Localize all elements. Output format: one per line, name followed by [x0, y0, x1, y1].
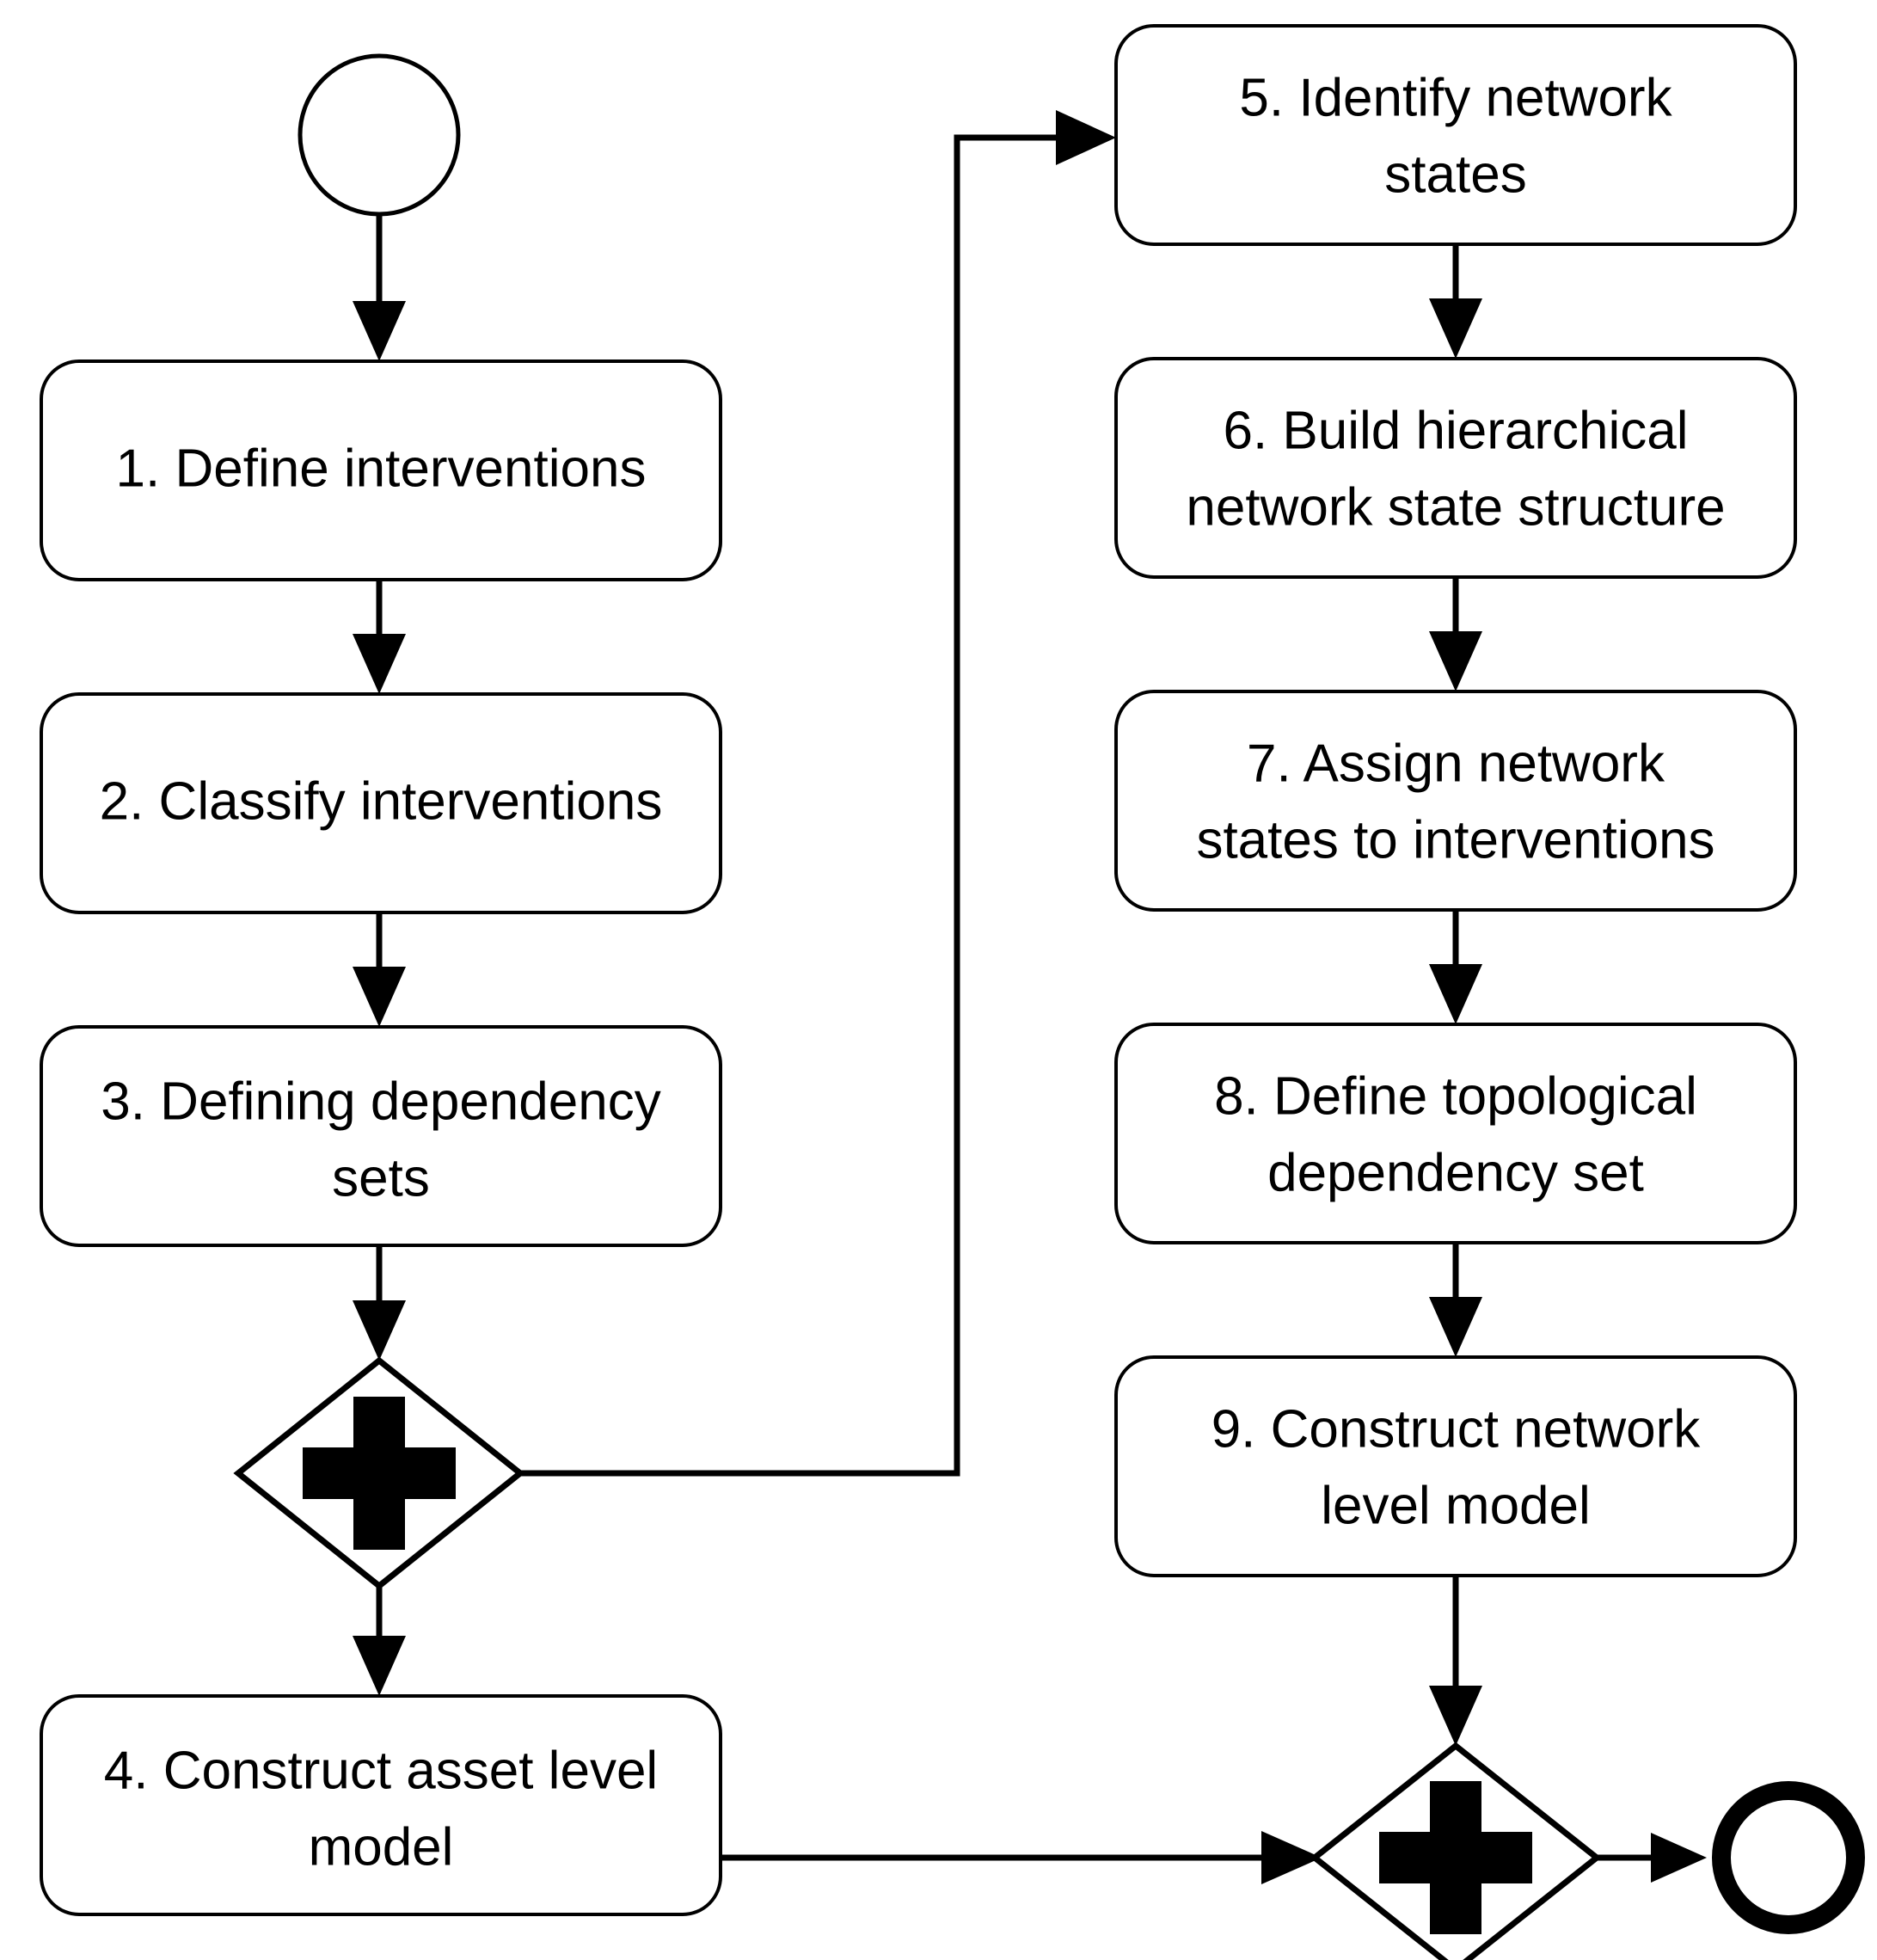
flow-task1-to-task2: [353, 580, 406, 694]
task-5-shape[interactable]: [1114, 24, 1797, 246]
task-4-label-line1: 4. Construct asset level: [104, 1741, 658, 1800]
flow-task7-to-task8: [1429, 910, 1482, 1024]
flow-task4-to-join-gateway: [721, 1831, 1322, 1884]
task-1-label: 1. Define interventions: [116, 439, 647, 498]
task-6-label-line1: 6. Build hierarchical: [1223, 401, 1688, 460]
task-7-shape[interactable]: [1114, 690, 1797, 912]
flow-task8-to-task9: [1429, 1243, 1482, 1357]
task-6[interactable]: 6. Build hierarchical network state stru…: [1114, 357, 1797, 579]
task-2[interactable]: 2. Classify interventions: [40, 692, 722, 914]
start-event[interactable]: [297, 53, 461, 217]
parallel-gateway-split[interactable]: [233, 1356, 525, 1590]
task-4-label-line2: model: [309, 1817, 454, 1877]
flow-task6-to-task7: [1429, 577, 1482, 691]
task-3[interactable]: 3. Defining dependency sets: [40, 1025, 722, 1247]
task-3-shape[interactable]: [40, 1025, 722, 1247]
task-6-label-line2: network state structure: [1186, 477, 1725, 537]
task-1[interactable]: 1. Define interventions: [40, 359, 722, 581]
task-7[interactable]: 7. Assign network states to intervention…: [1114, 690, 1797, 912]
task-7-label-line1: 7. Assign network: [1247, 734, 1665, 793]
parallel-gateway-join[interactable]: [1310, 1742, 1602, 1960]
task-9[interactable]: 9. Construct network level model: [1114, 1355, 1797, 1577]
flow-split-gateway-to-task5: [520, 110, 1116, 1477]
task-5-label-line1: 5. Identify network: [1239, 68, 1672, 127]
flow-split-gateway-to-task4: [353, 1586, 406, 1696]
task-4-shape[interactable]: [40, 1694, 722, 1916]
end-event[interactable]: [1712, 1781, 1865, 1934]
task-7-label-line2: states to interventions: [1196, 810, 1714, 869]
task-8-label-line1: 8. Define topological: [1214, 1066, 1697, 1126]
flow-task5-to-task6: [1429, 244, 1482, 359]
task-2-label: 2. Classify interventions: [100, 771, 663, 831]
task-6-shape[interactable]: [1114, 357, 1797, 579]
flow-task9-to-join-gateway: [1429, 1576, 1482, 1746]
flow-start-to-task1: [353, 214, 406, 361]
task-9-shape[interactable]: [1114, 1355, 1797, 1577]
task-9-label-line1: 9. Construct network: [1211, 1399, 1702, 1459]
flow-task2-to-task3: [353, 912, 406, 1027]
plus-icon: [1379, 1781, 1532, 1934]
plus-icon: [303, 1397, 456, 1550]
task-9-label-line2: level model: [1321, 1476, 1591, 1535]
flow-join-gateway-to-end: [1597, 1833, 1707, 1883]
flow-task3-to-split-gateway: [353, 1245, 406, 1361]
task-8[interactable]: 8. Define topological dependency set: [1114, 1023, 1797, 1244]
task-4[interactable]: 4. Construct asset level model: [40, 1694, 722, 1916]
task-3-label-line2: sets: [332, 1148, 430, 1207]
task-5-label-line2: states: [1384, 144, 1526, 204]
task-3-label-line1: 3. Defining dependency: [101, 1072, 660, 1131]
task-8-label-line2: dependency set: [1267, 1143, 1644, 1202]
task-5[interactable]: 5. Identify network states: [1114, 24, 1797, 246]
task-8-shape[interactable]: [1114, 1023, 1797, 1244]
